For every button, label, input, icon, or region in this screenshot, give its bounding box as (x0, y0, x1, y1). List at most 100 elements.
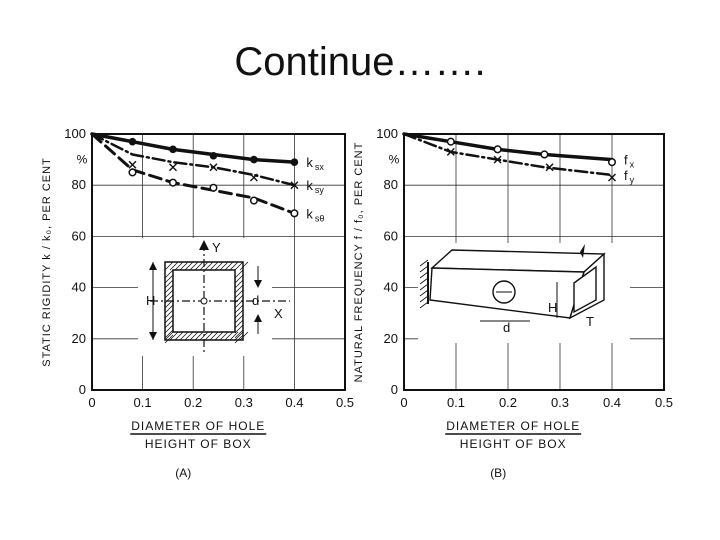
inset-a-hatch-bottom-1 (169, 331, 179, 341)
chart-b-x-label-numerator: DIAMETER OF HOLE (446, 419, 580, 433)
inset-a-hatch-left-9 (164, 314, 174, 324)
chart-b-y-tick-100: 100 (376, 126, 398, 141)
inset-a-hatch-top-14 (234, 261, 244, 271)
chart-a-axes-frame (91, 133, 346, 391)
chart-b-x-tick-0.1: 0.1 (447, 395, 465, 410)
inset-a-hatch-bottom-11 (219, 331, 229, 341)
chart-a-point-k_sθ-1 (168, 178, 178, 187)
chart-a-y-tick-100: 100 (64, 126, 86, 141)
chart-b-x-tick-0.5: 0.5 (655, 395, 673, 410)
chart-b-point-f_y-1 (493, 155, 502, 164)
inset-a-hatch-left-10 (164, 319, 174, 329)
chart-a-percent-label: % (77, 153, 88, 167)
inset-a-hatch-top-9 (209, 261, 219, 271)
inset-a-hatch-right-1 (234, 274, 244, 284)
chart-a-point-k_sx-0 (128, 137, 137, 146)
slide-title: Continue……. (234, 40, 486, 84)
inset-a-hatch-left-2 (164, 279, 174, 289)
inset-a-hatch-top-0 (164, 261, 174, 271)
inset-a-hatch-top-8 (204, 261, 214, 271)
chart-a-x-tick-0.3: 0.3 (235, 395, 253, 410)
inset-a-hatch-bottom-3 (179, 331, 189, 341)
inset-a-hatch-left-0 (164, 269, 174, 279)
inset-a-h-arrow-top (149, 262, 157, 270)
inset-a-hatch-top-13 (229, 261, 239, 271)
inset-a-hatch-bottom-2 (174, 331, 184, 341)
inset-a-hatch-bottom-10 (214, 331, 224, 341)
chart-a-x-tick-0.1: 0.1 (134, 395, 152, 410)
chart-a-y-tick-60: 60 (72, 228, 86, 243)
chart-b-x-tick-0.3: 0.3 (551, 395, 569, 410)
chart-b-axes-frame (403, 133, 665, 391)
chart-b-point-f_x-1 (493, 145, 502, 154)
chart-b-point-f_x-0 (446, 137, 455, 146)
inset-a-d-arrow-bottom (254, 314, 262, 322)
chart-a-point-k_sy-0-b (128, 160, 137, 169)
inset-b-wall-hatch-0 (419, 259, 429, 267)
chart-a-series (90, 132, 299, 218)
inset-b-label-t: T (586, 314, 594, 329)
chart-a-y-tick-80: 80 (72, 177, 86, 192)
chart-a-point-k_sy-4-b (290, 181, 299, 190)
chart-a-point-k_sy-1-b (168, 163, 177, 172)
chart-b-series (402, 132, 617, 182)
inset-a-hatch-left-11 (164, 324, 174, 334)
inset-a-hatch-left-1 (164, 274, 174, 284)
chart-b-y-axis-label: NATURAL FREQUENCY f / f₀, PER CENT (353, 142, 365, 383)
inset-a-hatch-left-4 (164, 289, 174, 299)
inset-a-hatch-bottom-4 (184, 331, 194, 341)
chart-b-y-tick-40: 40 (384, 280, 398, 295)
chart-b-x-tick-0.4: 0.4 (603, 395, 621, 410)
inset-a-hatch-right-0 (234, 269, 244, 279)
chart-b-point-f_y-1-b (493, 155, 502, 164)
chart-b-y-tick-20: 20 (384, 331, 398, 346)
inset-a-hatch-bottom-14 (234, 331, 244, 341)
chart-b-percent-label: % (389, 153, 400, 167)
chart-b-x-tick-0: 0 (400, 395, 407, 410)
chart-b-point-f_y-3 (608, 173, 616, 182)
inset-a-label-d: d (252, 293, 259, 308)
chart-b-x-tick-0.2: 0.2 (499, 395, 517, 410)
chart-a-y-axis-label: STATIC RIGIDITY k / k₀, PER CENT (41, 157, 53, 367)
inset-a-hatch-left-3 (164, 284, 174, 294)
inset-a-h-arrow-bottom (149, 332, 157, 340)
inset-a-hatch-top-4 (184, 261, 194, 271)
chart-a-series-line-k_sx (90, 132, 297, 164)
inset-a-label-h: H (146, 293, 155, 308)
inset-a-hatch-top-15 (239, 261, 249, 271)
chart-b-y-tick-0: 0 (391, 382, 398, 397)
chart-a-point-k_sθ-3 (249, 196, 258, 205)
chart-a-x-tick-0.4: 0.4 (285, 395, 303, 410)
chart-a-series-line-k_sy (90, 132, 296, 187)
chart-b-point-f_x-2 (540, 150, 549, 159)
chart-a-point-k_sθ-4 (290, 209, 299, 218)
chart-a-point-k_sy-4 (290, 181, 299, 190)
chart-a-point-k_sy-2-b (209, 163, 218, 172)
inset-a-hatch-right-3 (234, 284, 244, 294)
chart-b-x-label-denominator: HEIGHT OF BOX (460, 437, 567, 451)
inset-a-hatch-right-11 (234, 324, 244, 334)
chart-a-series-line-k_sθ (90, 132, 296, 215)
inset-b-label-d: d (503, 320, 510, 335)
inset-a-y-arrow (199, 240, 209, 250)
chart-b-y-tick-60: 60 (384, 228, 398, 243)
chart-b-point-f_y-0 (446, 147, 455, 156)
chart-a-x-label-numerator: DIAMETER OF HOLE (131, 419, 265, 433)
chart-a-x-label-denominator: HEIGHT OF BOX (145, 437, 252, 451)
inset-a-hatch-top-2 (174, 261, 184, 271)
inset-b-box-end-hollow (573, 265, 597, 314)
chart-b-point-f_y-3-b (608, 173, 616, 182)
inset-b-load-mark (580, 244, 585, 258)
chart-a-point-k_sθ-0 (128, 168, 137, 177)
inset-a-hatch-right-2 (234, 279, 244, 289)
chart-a-point-k_sx-1 (169, 145, 177, 154)
